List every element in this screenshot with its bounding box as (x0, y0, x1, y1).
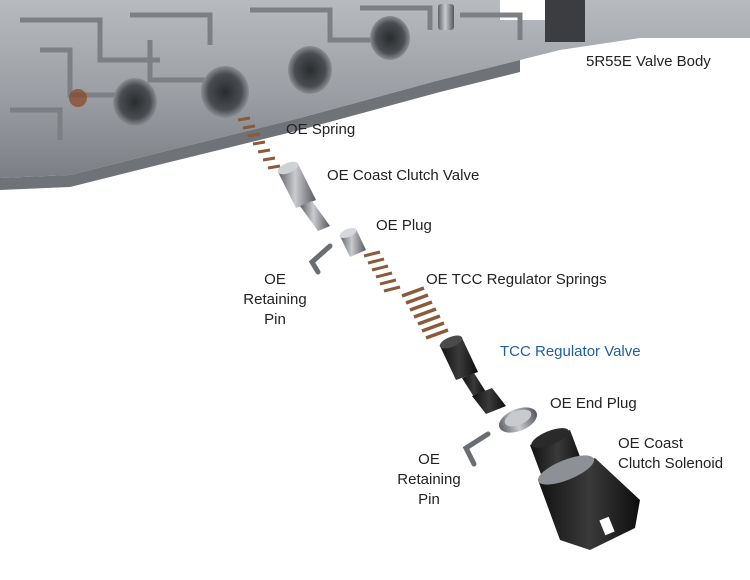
oe-coast-clutch-solenoid (530, 428, 640, 550)
oe-spring (237, 116, 281, 170)
label-tcc-regulator-valve: TCC Regulator Valve (500, 343, 641, 360)
oe-coast-clutch-valve (277, 161, 330, 231)
label-upper-retaining-pin: OE Retaining Pin (236, 270, 314, 330)
label-oe-coast-clutch-solenoid-line-2: Clutch Solenoid (618, 455, 724, 472)
label-oe-tcc-regulator-springs: OE TCC Regulator Springs (426, 271, 607, 288)
lower-retaining-pin (462, 431, 491, 467)
label-oe-spring: OE Spring (286, 121, 356, 138)
rust-spot (69, 89, 87, 107)
label-upper-retaining-pin-line-2: Retaining (243, 291, 307, 308)
label-upper-retaining-pin-line-3: Pin (264, 311, 286, 328)
valve-body-casting (0, 0, 750, 190)
label-oe-plug: OE Plug (376, 217, 432, 234)
bore-3 (288, 46, 332, 94)
label-oe-coast-clutch-solenoid-line-1: OE Coast (618, 435, 684, 452)
casting-channels (10, 5, 523, 140)
label-upper-retaining-pin-line-1: OE (264, 271, 286, 288)
upper-retaining-pin (308, 243, 333, 275)
label-oe-coast-clutch-valve: OE Coast Clutch Valve (327, 167, 480, 184)
valve-body-title: 5R55E Valve Body (586, 53, 711, 70)
casting-face (0, 0, 750, 178)
label-lower-retaining-pin: OE Retaining Pin (390, 450, 468, 510)
label-lower-retaining-pin-line-3: Pin (418, 491, 440, 508)
label-lower-retaining-pin-line-2: Retaining (397, 471, 461, 488)
bore-4 (370, 16, 410, 60)
label-lower-retaining-pin-line-1: OE (418, 451, 440, 468)
casting-dark-bracket (545, 0, 585, 42)
label-oe-coast-clutch-solenoid: OE Coast Clutch Solenoid (618, 434, 723, 474)
oe-end-plug (499, 407, 537, 433)
oe-plug (339, 227, 366, 257)
bore-2 (201, 66, 249, 118)
dowel-pin (438, 4, 454, 30)
label-oe-end-plug: OE End Plug (550, 395, 637, 412)
tcc-regulator-valve (439, 335, 506, 414)
casting-lower-edge (0, 60, 520, 190)
bore-1 (113, 78, 157, 126)
oe-tcc-regulator-springs (363, 250, 449, 340)
